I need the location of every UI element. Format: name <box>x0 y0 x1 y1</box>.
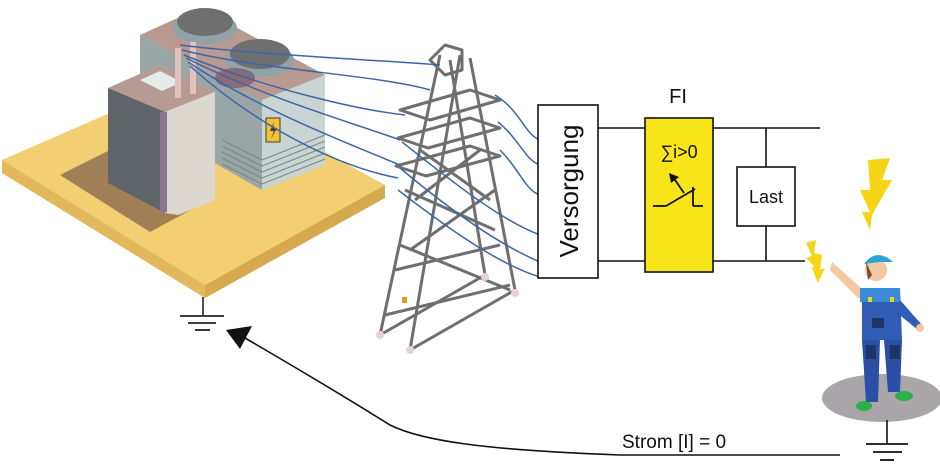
small-lightning-icon <box>806 240 825 283</box>
transmission-tower-icon <box>376 43 519 354</box>
rcd-formula: ∑i>0 <box>660 142 697 162</box>
supply-label: Versorgung <box>554 125 584 258</box>
power-lines <box>179 44 541 278</box>
ground-shadow <box>822 374 940 422</box>
current-label: Strom [I] = 0 <box>622 432 726 453</box>
load-box: Last <box>736 166 796 227</box>
switch-icon <box>653 173 703 207</box>
rcd-box: ∑i>0 <box>644 117 714 273</box>
current-path-arrow <box>244 337 840 456</box>
arrowhead-icon <box>226 326 252 349</box>
supply-box: Versorgung <box>537 104 599 279</box>
rcd-title: FI <box>669 86 687 108</box>
worker-icon <box>830 255 924 411</box>
load-label: Last <box>749 187 783 207</box>
lightning-icon <box>860 158 892 230</box>
right-ground-symbol-icon <box>866 443 908 461</box>
power-plant-icon <box>108 8 326 215</box>
circuit-wires <box>598 127 820 262</box>
left-ground-symbol-icon <box>180 315 224 331</box>
